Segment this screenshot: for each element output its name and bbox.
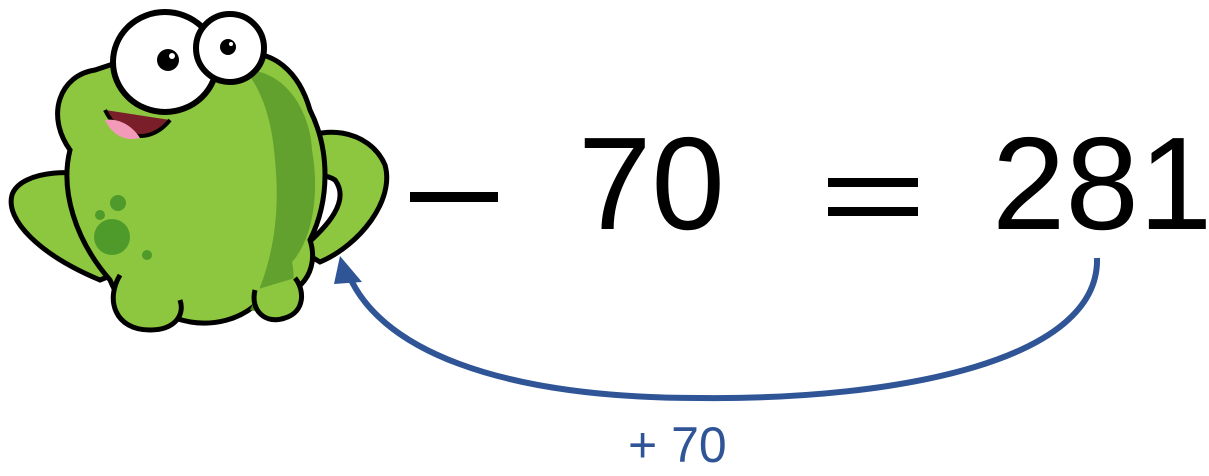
frog-icon <box>8 9 390 333</box>
equals-sign-top <box>828 178 918 187</box>
inverse-operation-label: + 70 <box>628 417 727 473</box>
arrowhead <box>334 256 362 284</box>
minus-sign <box>410 192 498 202</box>
operand-number: 70 <box>578 110 725 257</box>
result-number: 281 <box>992 110 1209 257</box>
equals-sign-bottom <box>828 207 918 216</box>
